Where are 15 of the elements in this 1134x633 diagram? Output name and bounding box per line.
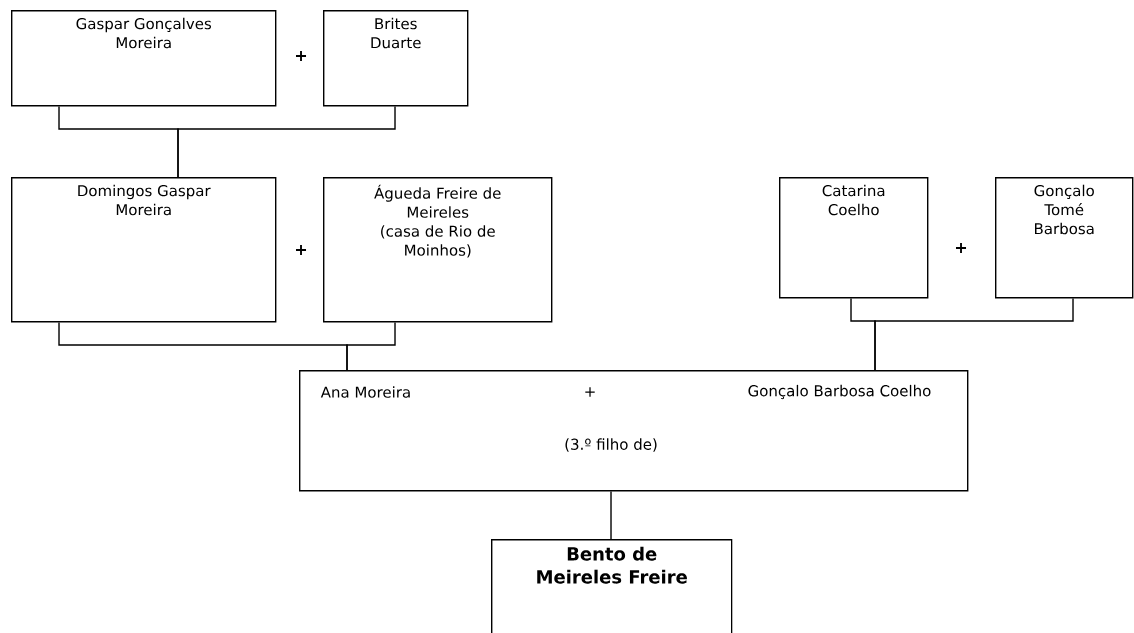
couple-box: Ana Moreira + Gonçalo Barbosa Coelho (3.º filho de) <box>299 370 969 492</box>
family-line <box>874 297 1074 371</box>
plus-sign: + <box>296 245 306 255</box>
person-box: Gaspar Gonçalves Moreira <box>11 10 277 107</box>
person-box: Gonçalo Tomé Barbosa <box>995 177 1134 299</box>
plus-sign: + <box>956 243 966 253</box>
person-box: Bento de Meireles Freire <box>491 539 733 633</box>
person-box: Brites Duarte <box>323 10 469 107</box>
person-box: Domingos Gaspar Moreira <box>11 177 277 323</box>
family-line <box>610 490 612 540</box>
plus-sign: + <box>296 51 306 61</box>
person-box: Águeda Freire de Meireles (casa de Rio de Moinhos) <box>323 177 553 323</box>
person-box: Catarina Coelho <box>779 177 929 299</box>
family-line <box>346 321 396 371</box>
family-line <box>177 105 396 178</box>
